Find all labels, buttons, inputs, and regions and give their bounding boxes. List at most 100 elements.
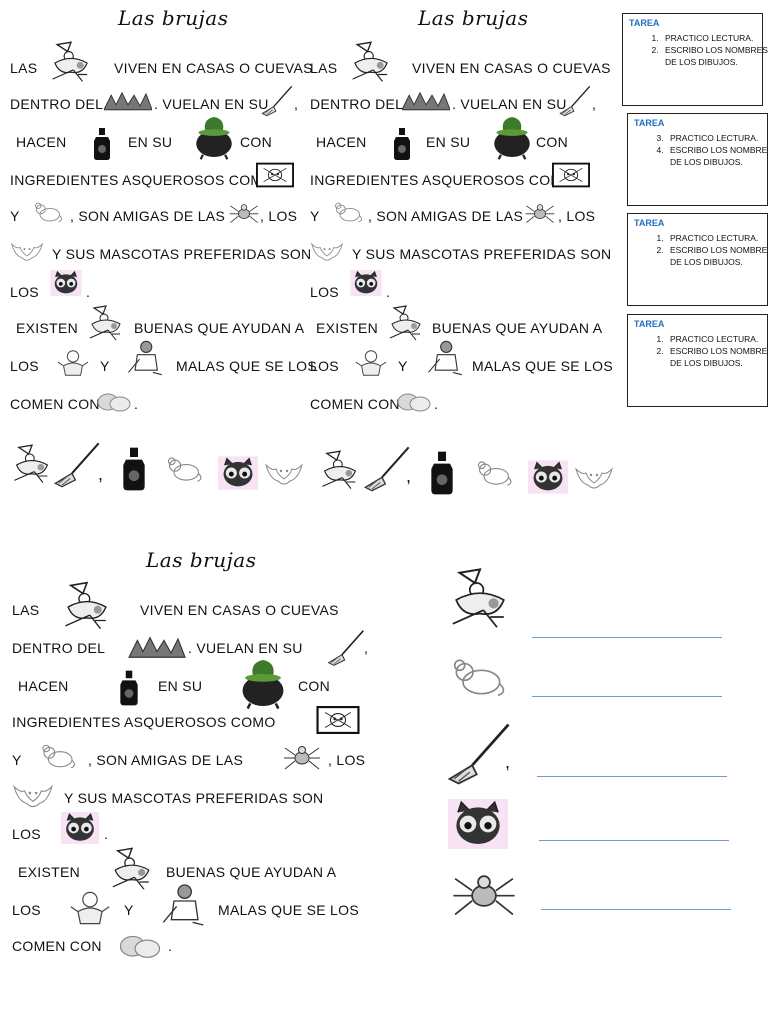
mouse-icon <box>164 454 204 484</box>
story-text: . <box>134 396 139 412</box>
story-text: DENTRO DEL <box>310 96 404 112</box>
mouse-icon <box>32 200 64 224</box>
cat-icon <box>448 798 508 850</box>
cat-icon <box>528 460 568 494</box>
tarea-item: ESCRIBO LOS NOMBRES DE LOS DIBUJOS. <box>661 44 768 68</box>
potion-bottle-icon <box>390 126 414 162</box>
cauldron-icon <box>194 112 234 162</box>
mouse-icon <box>448 654 508 700</box>
story-text: . <box>434 396 439 412</box>
story-top-right: Las brujas LAS VIVEN EN CASAS O CUEVAS DE… <box>310 0 613 500</box>
tarea-box: TAREA PRACTICO LECTURA. ESCRIBO LOS NOMB… <box>627 113 768 206</box>
answer-line[interactable] <box>537 776 727 777</box>
answer-line[interactable] <box>532 696 722 697</box>
story-text: DENTRO DEL <box>12 640 106 656</box>
story-text: HACEN <box>316 134 367 150</box>
story-text: LOS <box>12 902 41 918</box>
story-text: COMEN CON <box>310 396 400 412</box>
potion-bottle-icon <box>116 668 142 708</box>
skull-spider-box-icon <box>314 706 362 734</box>
forest-icon <box>104 88 152 112</box>
bat-icon <box>264 456 304 488</box>
cauldron-icon <box>492 112 532 162</box>
witch-icon <box>446 562 514 638</box>
bat-icon <box>574 460 614 492</box>
separator-comma: , <box>406 466 412 486</box>
story-text: . VUELAN EN SU <box>154 96 269 112</box>
story-text: HACEN <box>18 678 69 694</box>
story-text: DENTRO DEL <box>10 96 104 112</box>
mouse-icon <box>332 200 364 224</box>
story-text: LOS <box>310 284 339 300</box>
story-text: CON <box>240 134 273 150</box>
tarea-heading: TAREA <box>629 18 660 28</box>
story-text: , SON AMIGAS DE LAS <box>368 208 524 224</box>
story-text: COMEN CON <box>10 396 100 412</box>
witch-icon <box>86 304 126 344</box>
tarea-item: PRACTICO LECTURA. <box>661 32 768 44</box>
cat-icon <box>350 270 382 296</box>
story-text: Y <box>124 902 134 918</box>
story-text: , <box>364 640 369 656</box>
story-text: LAS <box>10 60 38 76</box>
broom-icon <box>444 720 514 788</box>
story-text: BUENAS QUE AYUDAN A <box>432 320 603 336</box>
tarea-list: PRACTICO LECTURA. ESCRIBO LOS NOMBRES DE… <box>623 32 768 68</box>
story-text: MALAS QUE SE LOS <box>472 358 613 374</box>
spider-icon <box>524 200 556 226</box>
story-text: BUENAS QUE AYUDAN A <box>166 864 337 880</box>
stones-icon <box>118 930 162 960</box>
story-text: , LOS <box>328 752 366 768</box>
story-text: CON <box>536 134 569 150</box>
potion-bottle-icon <box>118 444 150 494</box>
story-text: HACEN <box>16 134 67 150</box>
story-text: , LOS <box>558 208 596 224</box>
witch-icon <box>10 438 54 492</box>
story-text: MALAS QUE SE LOS <box>176 358 317 374</box>
spider-icon <box>228 200 260 226</box>
child-icon <box>56 348 90 378</box>
cat-icon <box>60 812 100 844</box>
broom-icon <box>326 628 366 668</box>
story-text: Y <box>12 752 22 768</box>
mouse-icon <box>474 458 514 488</box>
witch-icon <box>348 40 394 86</box>
story-text: INGREDIENTES ASQUEROSOS COMO <box>12 714 276 730</box>
story-text: EN SU <box>426 134 471 150</box>
story-text: , <box>294 96 299 112</box>
tarea-heading: TAREA <box>634 218 665 228</box>
tarea-item: PRACTICO LECTURA. <box>666 333 768 345</box>
tarea-box: TAREA PRACTICO LECTURA. ESCRIBO LOS NOMB… <box>627 213 768 306</box>
tarea-box: TAREA PRACTICO LECTURA. ESCRIBO LOS NOMB… <box>627 314 768 407</box>
tarea-list: PRACTICO LECTURA. ESCRIBO LOS NOMBRES DE… <box>628 232 768 268</box>
story-text: . <box>386 284 391 300</box>
tarea-item: PRACTICO LECTURA. <box>666 232 768 244</box>
story-text: EN SU <box>158 678 203 694</box>
story-text: Y <box>10 208 20 224</box>
story-text: LOS <box>10 284 39 300</box>
cauldron-icon <box>240 654 286 712</box>
bat-icon <box>10 236 44 264</box>
page-title: Las brujas <box>418 6 529 30</box>
story-text: , SON AMIGAS DE LAS <box>88 752 244 768</box>
answer-line[interactable] <box>532 637 722 638</box>
story-text: VIVEN EN CASAS O CUEVAS <box>140 602 339 618</box>
witch-icon <box>60 580 114 634</box>
story-text: Y SUS MASCOTAS PREFERIDAS SON <box>352 246 612 262</box>
skull-spider-box-icon <box>256 162 294 188</box>
tarea-item: PRACTICO LECTURA. <box>666 132 768 144</box>
child-icon <box>354 348 388 378</box>
story-text: MALAS QUE SE LOS <box>218 902 359 918</box>
story-text: VIVEN EN CASAS O CUEVAS <box>412 60 611 76</box>
story-text: . <box>104 826 109 842</box>
story-text: CON <box>298 678 331 694</box>
story-text: Y <box>310 208 320 224</box>
answer-line[interactable] <box>539 840 729 841</box>
story-text: LAS <box>310 60 338 76</box>
tarea-item: ESCRIBO LOS NOMBRES DE LOS DIBUJOS. <box>666 345 768 369</box>
tarea-heading: TAREA <box>634 118 665 128</box>
broom-icon <box>558 84 592 118</box>
story-text: . VUELAN EN SU <box>452 96 567 112</box>
answer-line[interactable] <box>541 909 731 910</box>
